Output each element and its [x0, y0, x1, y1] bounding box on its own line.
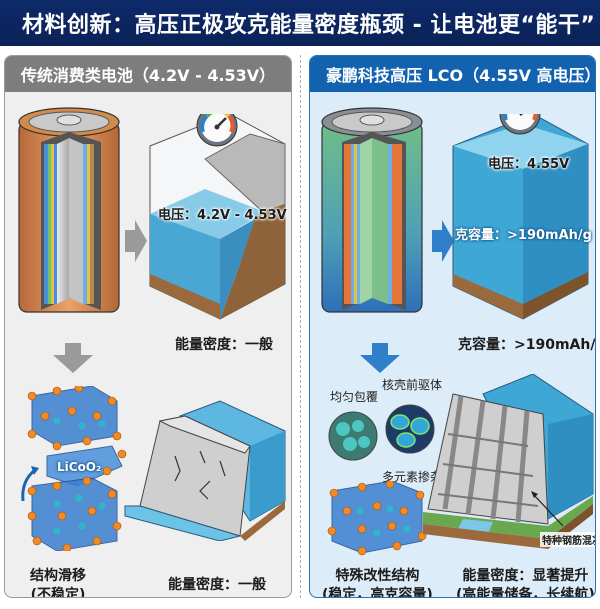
- low-water-reservoir-icon: [149, 114, 286, 320]
- hv-capacity-caption: 克容量：>190mAh/g: [458, 337, 596, 353]
- multi-element-doping-label: 多元素掺杂: [382, 470, 443, 484]
- hv-energy-density-line1: 能量密度：显著提升: [462, 568, 589, 584]
- microstructure-circles-icon: [328, 404, 435, 461]
- special-concrete-label: 特种钢筋混凝土: [540, 532, 595, 547]
- modified-structure-line2: (稳定，高克容量): [322, 587, 433, 598]
- panel-divider: [300, 55, 301, 598]
- hv-voltage-label: 电压：4.55V: [488, 157, 570, 172]
- licoo2-crystal-structure-icon: [21, 386, 127, 551]
- structure-slip-caption: 结构滑移 (不稳定): [30, 567, 86, 598]
- structure-slip-line1: 结构滑移: [30, 568, 86, 584]
- cracked-dam-icon: [124, 400, 286, 541]
- modified-crystal-structure-icon: [327, 481, 427, 556]
- arrow-down-icon: [360, 343, 400, 373]
- hv-panel-header: 豪鹏科技高压 LCO（4.55V 高电压）: [310, 56, 595, 92]
- reinforced-dam-icon: [423, 374, 594, 549]
- arrow-right-icon: [125, 220, 147, 262]
- modified-structure-caption: 特殊改性结构 (稳定，高克容量): [322, 567, 433, 598]
- page-title: 材料创新：高压正极攻克能量密度瓶颈 - 让电池更“能干”: [0, 0, 600, 46]
- traditional-energy-density-top: 能量密度：一般: [175, 337, 273, 353]
- high-voltage-lco-panel: 豪鹏科技高压 LCO（4.55V 高电压）: [309, 55, 596, 598]
- structure-slip-line2: (不稳定): [30, 587, 86, 598]
- traditional-energy-density-bottom: 能量密度：一般: [168, 577, 266, 593]
- arrow-right-icon: [432, 220, 454, 262]
- traditional-battery-cutaway-icon: [18, 107, 120, 313]
- traditional-panel-header: 传统消费类电池（4.2V - 4.53V）: [5, 56, 291, 92]
- traditional-battery-panel: 传统消费类电池（4.2V - 4.53V）: [4, 55, 292, 598]
- core-shell-precursor-label: 核壳前驱体: [382, 378, 443, 392]
- uniform-coating-label: 均匀包覆: [330, 390, 379, 404]
- traditional-voltage-label: 电压：4.2V - 4.53V: [158, 208, 287, 223]
- hv-capacity-overlay: 克容量：>190mAh/g: [455, 228, 592, 243]
- hv-battery-cutaway-icon: [321, 107, 423, 313]
- full-water-reservoir-icon: [452, 114, 589, 320]
- hv-energy-density-line2: (高能量储备，长续航): [456, 587, 595, 598]
- licoo2-label: LiCoO₂: [57, 460, 102, 474]
- arrow-down-icon: [53, 343, 93, 373]
- hv-energy-density-caption: 能量密度：显著提升 (高能量储备，长续航): [456, 567, 595, 598]
- modified-structure-line1: 特殊改性结构: [335, 568, 420, 584]
